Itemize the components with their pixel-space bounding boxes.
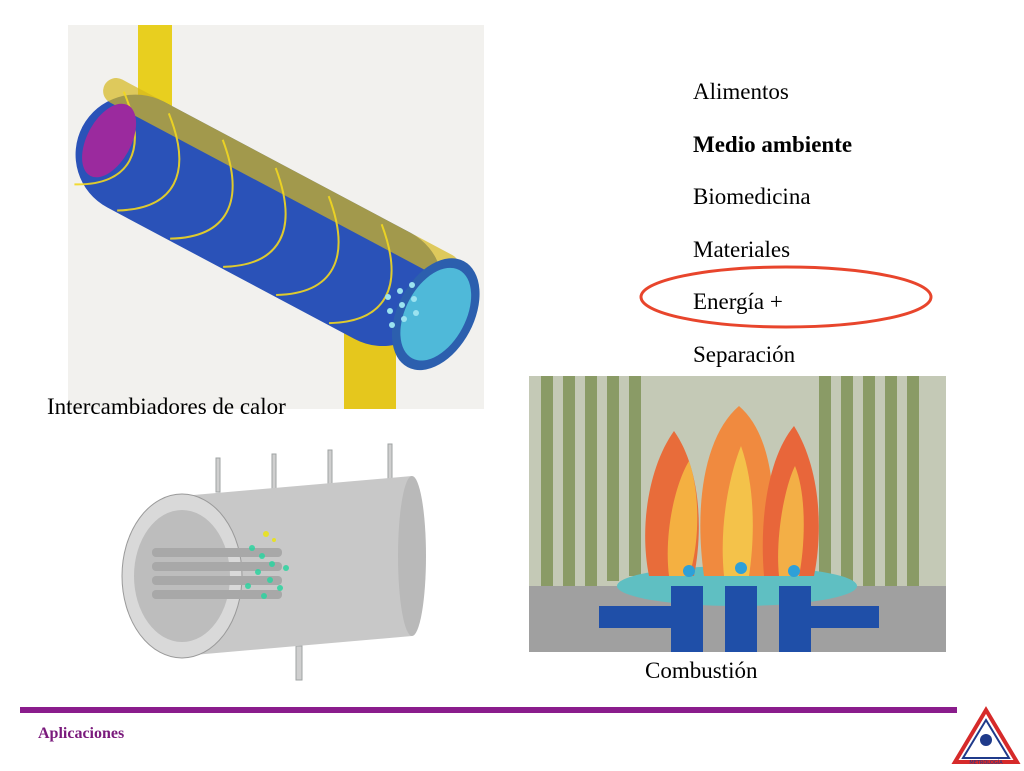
combustion-simulation-image: [529, 376, 946, 652]
application-item: Medio ambiente: [693, 131, 853, 157]
application-item: Materiales: [693, 236, 791, 262]
application-item: Biomedicina: [693, 184, 811, 209]
heat-exchanger-cutaway-image: [112, 436, 438, 686]
application-item: Alimentos: [693, 79, 789, 104]
logo-text: METROLOGÍA: [969, 759, 1003, 766]
institution-logo: METROLOGÍA: [951, 706, 1021, 766]
footer-divider: [20, 707, 957, 713]
applications-list: Alimentos Medio ambiente Biomedicina Mat…: [693, 74, 953, 389]
combustion-caption: Combustión: [645, 658, 758, 683]
application-item-highlighted: Energía +: [693, 289, 783, 314]
heat-exchangers-caption: Intercambiadores de calor: [47, 394, 286, 419]
footer-label: Aplicaciones: [38, 725, 125, 742]
highlight-ellipse: [638, 264, 934, 330]
application-item: Separación: [693, 341, 796, 367]
heat-exchanger-cfd-image: [68, 25, 484, 409]
